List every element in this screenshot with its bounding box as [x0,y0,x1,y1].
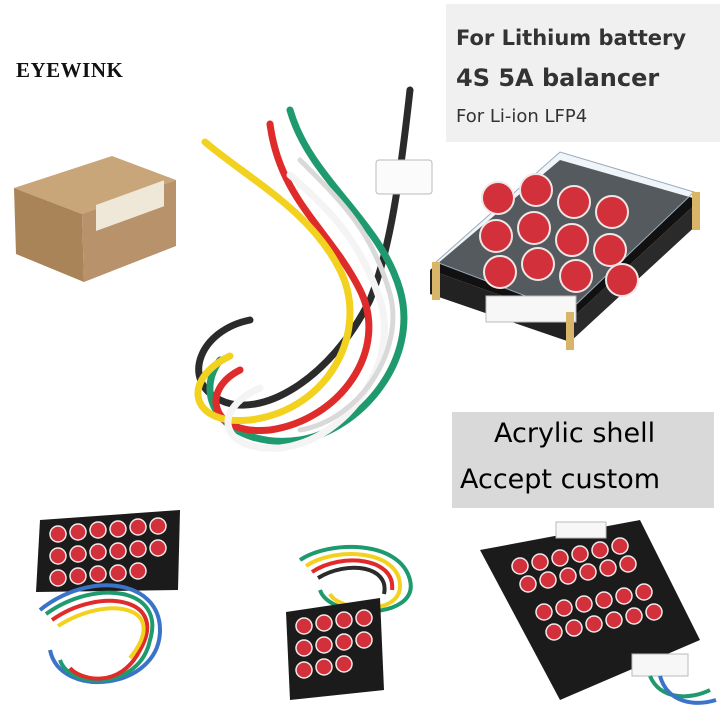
acrylic-balancer-board [430,151,700,350]
feature-accept-custom: Accept custom [460,464,661,495]
wire-connector [375,159,433,195]
packaging-box [14,156,176,282]
title-line-1: For Lithium battery [456,26,687,50]
title-line-2: 4S 5A balancer [456,64,660,92]
title-panel: For Lithium battery 4S 5A balancer For L… [446,4,720,142]
feature-acrylic-shell: Acrylic shell [494,418,656,449]
balancer-board-large-left [36,510,180,684]
box-label [96,180,164,232]
title-line-3: For Li-ion LFP4 [456,106,588,127]
balancer-board-small-middle [286,544,413,700]
features-panel: Acrylic shell Accept custom [452,412,714,508]
balancer-board-large-right [480,520,717,705]
brand-logo-text: EYEWINK [16,58,124,82]
wire-harness [194,86,414,452]
